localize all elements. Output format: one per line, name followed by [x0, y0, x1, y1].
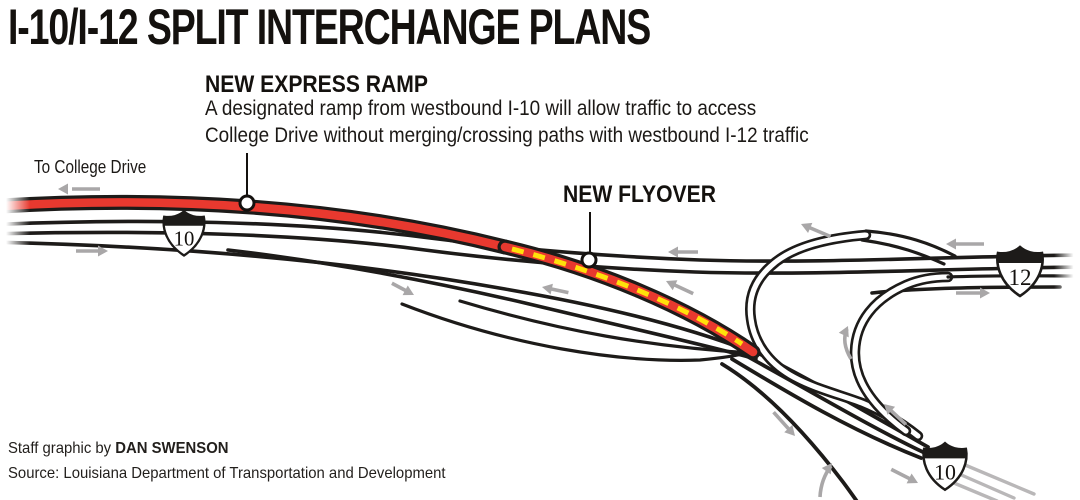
staff-credit-prefix: Staff graphic by	[8, 440, 116, 457]
staff-credit: Staff graphic by DAN SWENSON	[8, 440, 229, 458]
direction-arrow-icon	[668, 246, 698, 258]
interstate-12-shield-east: 12	[996, 245, 1044, 298]
express-ramp-description-line1: A designated ramp from westbound I-10 wi…	[205, 97, 757, 120]
direction-arrow-icon	[76, 245, 108, 257]
direction-arrow-icon	[946, 238, 984, 250]
direction-arrow-icon	[956, 287, 990, 299]
flyover-dashed-path	[511, 246, 744, 347]
callouts	[238, 153, 598, 269]
shield-band	[163, 211, 205, 226]
direction-arrow-icon	[58, 183, 100, 195]
direction-arrow-icon	[666, 280, 694, 296]
i10-southeast-line-4	[720, 362, 859, 500]
road-fade-tail	[956, 460, 1036, 496]
i10-southeast-line-2	[739, 351, 927, 455]
page-title: I-10/I-12 SPLIT INTERCHANGE PLANS	[8, 0, 651, 55]
direction-arrow-icon	[884, 404, 908, 426]
i10-southeast-line-3	[730, 357, 923, 460]
interstate-10-shield-west: 10	[162, 209, 206, 257]
staff-credit-author: DAN SWENSON	[115, 440, 229, 457]
flyover-callout-marker	[580, 251, 598, 269]
interstate-10-shield-south: 10	[922, 441, 968, 492]
shield-band	[997, 247, 1043, 263]
loop-ramp-outer-surface	[747, 232, 921, 439]
eb-lane-line-1	[0, 240, 751, 353]
direction-arrow-icon	[542, 283, 569, 295]
express-ramp-description: A designated ramp from westbound I-10 wi…	[205, 95, 809, 149]
direction-arrow-icon	[890, 467, 918, 484]
express-ramp-description-line2: College Drive without merging/crossing p…	[205, 124, 809, 147]
merge-ramp-line-2	[458, 299, 754, 355]
eb-lane-line-2	[226, 248, 758, 361]
new-flyover	[497, 239, 761, 360]
flyover-casing	[497, 239, 761, 360]
college-drive-label: To College Drive	[34, 157, 147, 177]
loop-merge-line-2	[860, 238, 946, 266]
express-ramp-callout-marker	[238, 194, 256, 212]
direction-arrow-icon	[772, 411, 795, 436]
loop-ramp-inner-surface	[852, 274, 951, 434]
direction-arrow-curved-icon	[838, 326, 853, 360]
flyover-heading: NEW FLYOVER	[563, 181, 716, 208]
traffic-arrows	[58, 183, 990, 498]
merge-ramp-line-1	[400, 302, 752, 362]
shield-number: 10	[174, 229, 195, 251]
loop-merge-line-1	[864, 229, 957, 258]
express-ramp-heading: NEW EXPRESS RAMP	[205, 71, 428, 98]
direction-arrow-curved-icon	[818, 463, 833, 498]
source-credit: Source: Louisiana Department of Transpor…	[8, 465, 446, 482]
shield-number: 12	[1009, 265, 1032, 290]
shield-band	[923, 443, 967, 459]
direction-arrow-icon	[801, 222, 832, 239]
shield-number: 10	[934, 460, 956, 484]
direction-arrow-icon	[391, 281, 414, 296]
